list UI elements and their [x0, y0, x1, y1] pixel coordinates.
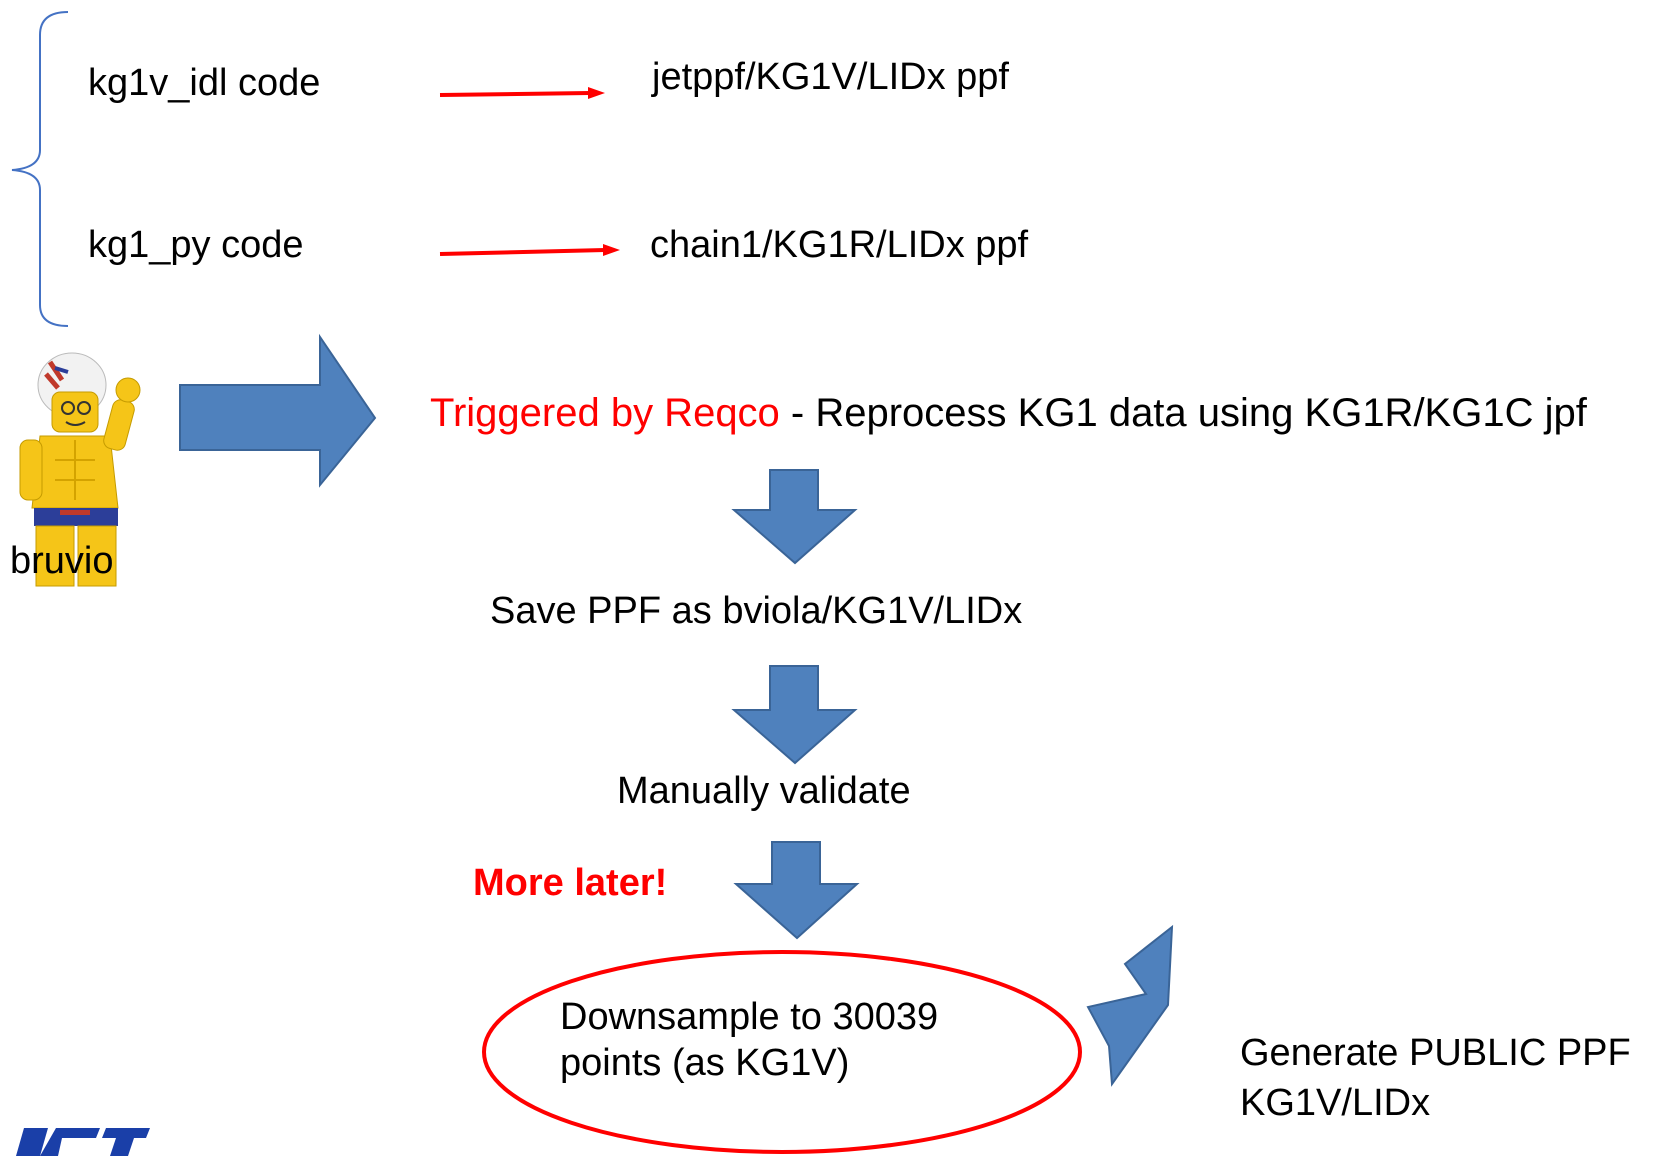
py-code-label: kg1_py code — [88, 224, 304, 266]
red-arrow-py — [439, 244, 620, 256]
downsample-line1: Downsample to 30039 — [560, 996, 939, 1038]
lego-swimmer-figure — [19, 352, 141, 587]
validate-text: Manually validate — [617, 770, 911, 812]
down-arrow-1 — [731, 469, 858, 565]
public-ppf-line2: KG1V/LIDx — [1240, 1082, 1431, 1124]
curly-brace — [11, 11, 69, 327]
jet-logo — [16, 1128, 150, 1156]
downsample-line2: points (as KG1V) — [560, 1042, 850, 1084]
down-arrow-2 — [731, 665, 858, 765]
right-arrow-big — [179, 333, 377, 488]
red-arrow-idl — [439, 87, 605, 99]
trigger-rest-text: - Reprocess KG1 data using KG1R/KG1C jpf — [779, 391, 1587, 435]
public-ppf-line1: Generate PUBLIC PPF — [1240, 1032, 1631, 1074]
idl-code-label: kg1v_idl code — [88, 62, 321, 104]
diagonal-arrow — [1086, 924, 1174, 1087]
down-arrow-3 — [733, 841, 860, 940]
downsample-ellipse — [482, 950, 1082, 1154]
mascot-label: bruvio — [10, 540, 114, 582]
py-output-label: chain1/KG1R/LIDx ppf — [650, 224, 1029, 266]
idl-output-label: jetppf/KG1V/LIDx ppf — [652, 56, 1009, 98]
trigger-text: Triggered by Reqco - Reprocess KG1 data … — [430, 390, 1587, 436]
more-later-text: More later! — [473, 862, 668, 904]
trigger-red-text: Triggered by Reqco — [430, 391, 780, 435]
save-ppf-text: Save PPF as bviola/KG1V/LIDx — [490, 590, 1023, 632]
